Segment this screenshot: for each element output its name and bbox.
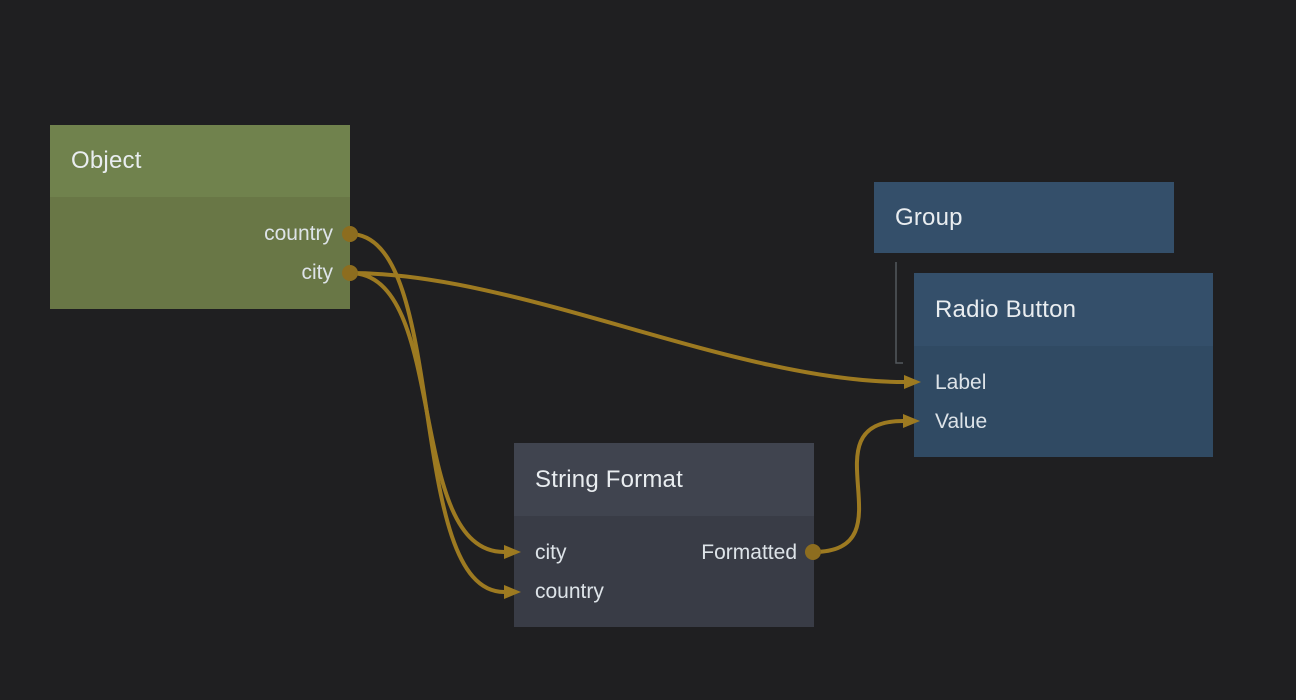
node-group[interactable]: Group [874, 182, 1174, 253]
node-object-body: country city [50, 197, 350, 309]
node-radio-button[interactable]: Radio Button Label Value [914, 273, 1213, 457]
port-string-format-country[interactable]: country [514, 572, 814, 611]
port-radio-button-value[interactable]: Value [914, 402, 1213, 441]
node-string-format-title: String Format [535, 465, 683, 493]
port-object-city[interactable]: city [50, 253, 350, 292]
node-group-header[interactable]: Group [874, 182, 1174, 253]
node-object-title: Object [71, 147, 142, 174]
port-object-country[interactable]: country [50, 214, 350, 253]
connection-object.city-to-radio-button.label[interactable] [348, 271, 906, 384]
port-string-format-city-label: city [535, 540, 567, 564]
connection-string-format.formatted-to-radio-button.value[interactable] [811, 419, 905, 554]
node-radio-button-header[interactable]: Radio Button [914, 273, 1213, 346]
connection-object.country-to-string-format.country[interactable] [348, 232, 506, 594]
node-string-format-body: city Formatted country [514, 516, 814, 627]
node-object-header[interactable]: Object [50, 125, 350, 197]
port-radio-button-label-text: Label [935, 370, 987, 394]
group-link-group-to-radio-button [895, 262, 903, 364]
port-string-format-country-label: country [535, 579, 604, 603]
node-radio-button-title: Radio Button [935, 295, 1077, 323]
node-string-format[interactable]: String Format city Formatted country [514, 443, 814, 627]
node-object[interactable]: Object country city [50, 125, 350, 309]
port-radio-button-value-text: Value [935, 409, 988, 433]
node-group-title: Group [895, 203, 963, 231]
node-radio-button-body: Label Value [914, 346, 1213, 457]
node-string-format-header[interactable]: String Format [514, 443, 814, 516]
port-object-city-label: city [301, 260, 334, 284]
port-row-city-formatted: city Formatted [514, 533, 814, 572]
port-object-country-label: country [264, 221, 333, 245]
port-radio-button-label[interactable]: Label [914, 363, 1213, 402]
port-string-format-formatted-label: Formatted [701, 540, 797, 564]
connection-object.city-to-string-format.city[interactable] [348, 271, 506, 554]
